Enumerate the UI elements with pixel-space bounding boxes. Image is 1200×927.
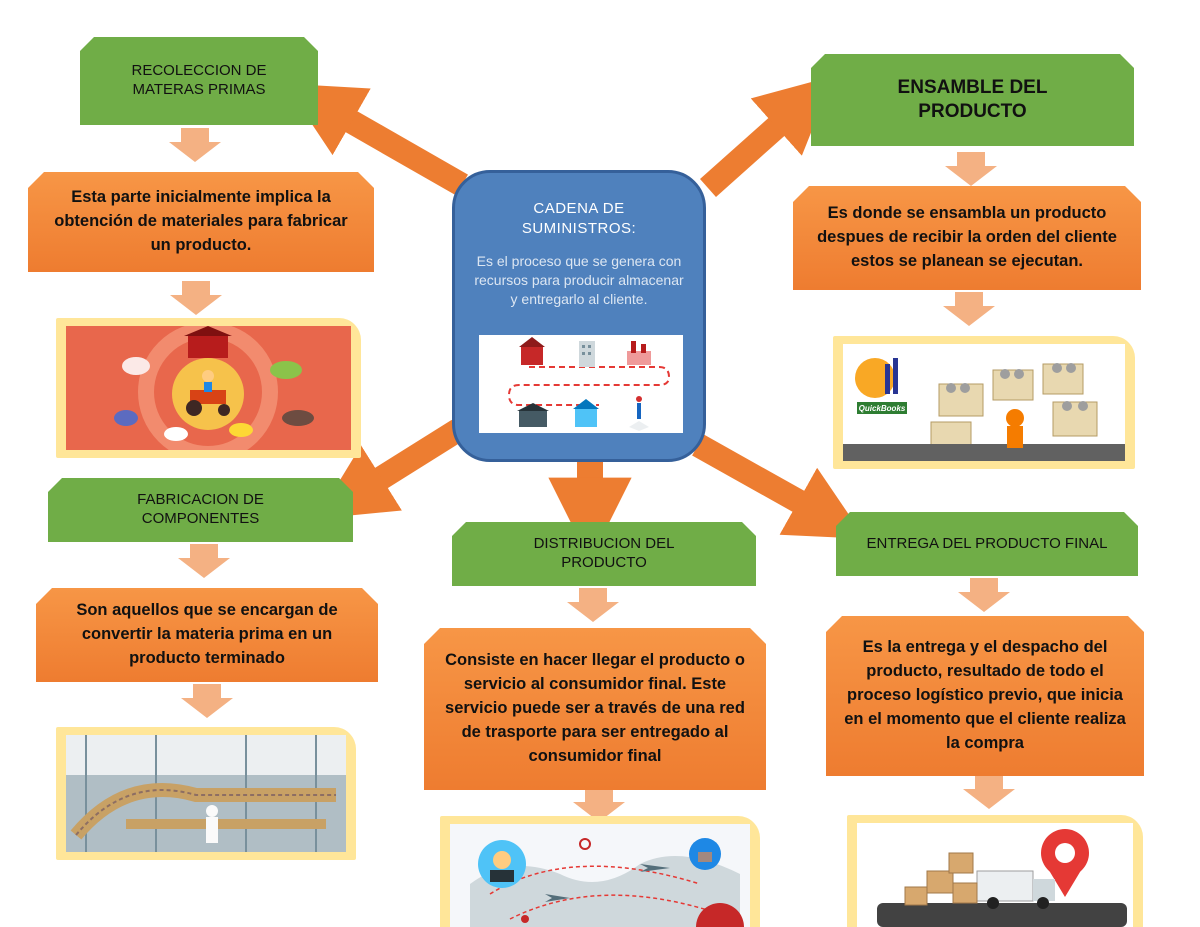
entrega-title: ENTREGA DEL PRODUCTO FINAL	[866, 534, 1108, 552]
down-arrow	[181, 684, 233, 718]
screen-icon	[696, 903, 744, 927]
building-icon	[579, 341, 595, 367]
fabricacion-description-box: Son aquellos que se encargan de converti…	[36, 588, 378, 682]
distribucion-description-box: Consiste en hacer llegar el producto o s…	[424, 628, 766, 790]
center-node: CADENA DE SUMINISTROS: Es el proceso que…	[452, 170, 706, 462]
airplane-icon	[640, 864, 670, 872]
barn-icon	[184, 326, 232, 358]
fabricacion-image-frame	[56, 727, 356, 860]
distribucion-title: DISTRIBUCION DEL PRODUCTO	[533, 535, 675, 571]
down-arrow	[567, 588, 619, 622]
delivery-person-icon	[689, 838, 721, 870]
down-arrow	[945, 152, 997, 186]
recoleccion-title: RECOLECCION DE MATERAS PRIMAS	[131, 62, 267, 98]
center-description: Es el proceso que se genera con recursos…	[474, 253, 684, 307]
assembly-illustration: QuickBooks	[843, 344, 1125, 461]
ensamble-title-box: ENSAMBLE DEL PRODUCTO	[811, 54, 1134, 146]
tractor-icon	[186, 390, 230, 416]
entrega-description: Es la entrega y el despacho del producto…	[844, 638, 1126, 752]
distribution-map-illustration	[450, 824, 750, 927]
entrega-description-box: Es la entrega y el despacho del producto…	[826, 616, 1144, 776]
location-pin-icon	[579, 838, 591, 850]
distribucion-title-box: DISTRIBUCION DEL PRODUCTO	[452, 522, 756, 586]
worker-icon	[206, 805, 218, 843]
location-pin-icon	[1041, 829, 1089, 897]
airplane-icon	[545, 894, 570, 902]
fabricacion-title: FABRICACION DE COMPONENTES	[137, 491, 264, 527]
down-arrow	[963, 775, 1015, 809]
worker-figure-icon	[1006, 409, 1024, 448]
arrow-to-entrega	[692, 434, 866, 539]
recoleccion-image-frame	[56, 318, 361, 458]
recoleccion-description-box: Esta parte inicialmente implica la obten…	[28, 172, 374, 272]
down-arrow	[169, 128, 221, 162]
fabricacion-description: Son aquellos que se encargan de converti…	[76, 601, 338, 667]
distribucion-description: Consiste en hacer llegar el producto o s…	[445, 651, 745, 765]
down-arrow	[170, 281, 222, 315]
down-arrow	[178, 544, 230, 578]
supply-chain-illustration	[479, 335, 683, 433]
entrega-image-frame	[847, 815, 1143, 927]
warehouse-icon	[517, 403, 549, 427]
ensamble-description-box: Es donde se ensambla un producto despues…	[793, 186, 1141, 290]
distribucion-image-frame	[440, 816, 760, 927]
ensamble-title: ENSAMBLE DEL PRODUCTO	[897, 77, 1048, 122]
delivery-truck-illustration	[857, 823, 1133, 927]
truck-icon	[976, 870, 1055, 909]
support-agent-icon	[478, 840, 526, 888]
factory-icon	[627, 341, 651, 365]
farmer-icon	[202, 370, 214, 392]
ensamble-description: Es donde se ensambla un producto despues…	[817, 204, 1117, 270]
ensamble-image-frame: QuickBooks	[833, 336, 1135, 469]
entrega-title-box: ENTREGA DEL PRODUCTO FINAL	[836, 512, 1138, 576]
quickbooks-label: QuickBooks	[859, 404, 906, 413]
down-arrow	[573, 788, 625, 822]
down-arrow	[943, 292, 995, 326]
fabricacion-title-box: FABRICACION DE COMPONENTES	[48, 478, 353, 542]
center-title: CADENA DE SUMINISTROS:	[521, 200, 637, 237]
quickbooks-logo: QuickBooks	[855, 358, 907, 414]
boxes-icon	[904, 852, 978, 906]
recoleccion-title-box: RECOLECCION DE MATERAS PRIMAS	[80, 37, 318, 125]
arrow-to-ensamble	[700, 75, 834, 197]
down-arrows	[169, 128, 1015, 822]
factory-line-photo	[66, 735, 346, 852]
arrow-to-fabricacion	[316, 419, 465, 519]
farm-illustration	[66, 326, 351, 450]
recoleccion-description: Esta parte inicialmente implica la obten…	[54, 188, 348, 254]
arrow-to-recoleccion	[285, 83, 468, 196]
store-icon	[573, 399, 599, 427]
person-icon	[629, 396, 649, 431]
down-arrow	[958, 578, 1010, 612]
barn-icon	[519, 337, 545, 365]
